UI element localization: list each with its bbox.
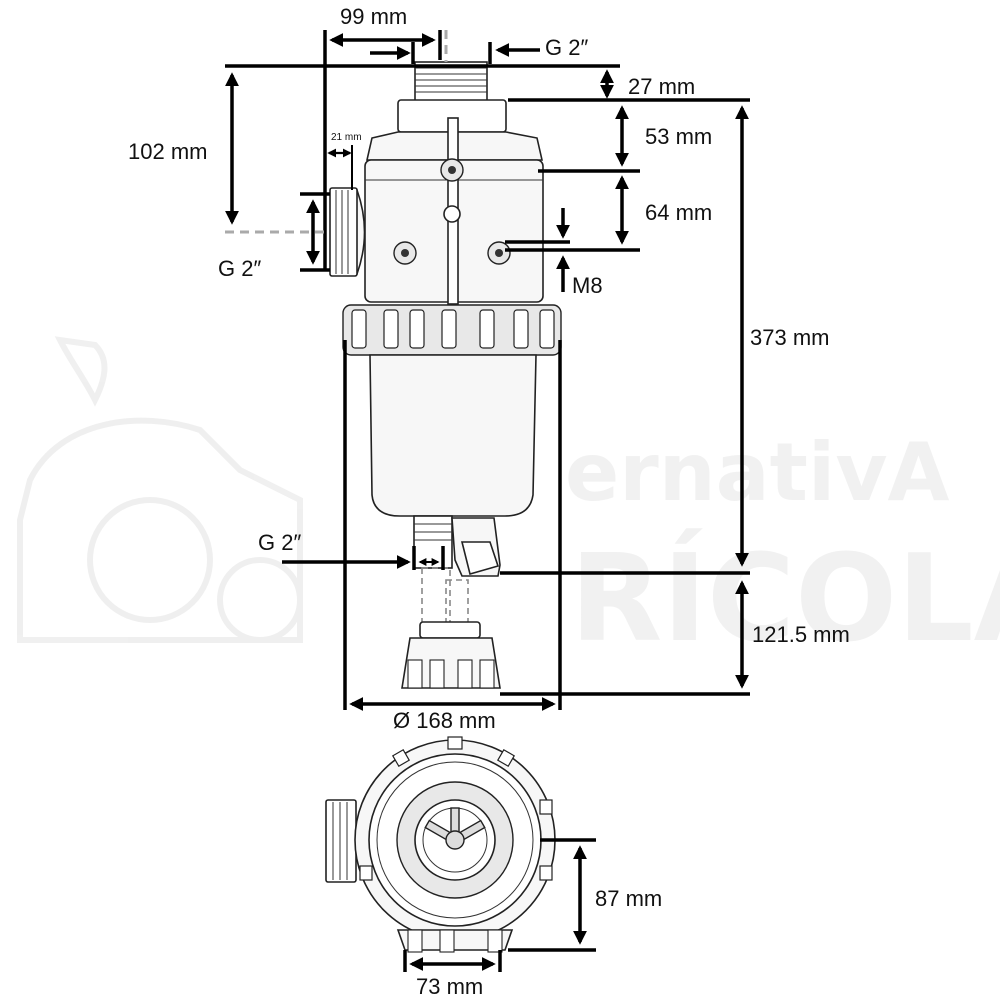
nut-ribs: [351, 309, 555, 349]
dim-drain-thread: G 2″: [258, 530, 301, 555]
top-inlet-thread: [414, 61, 488, 103]
drain-cap: [401, 637, 501, 689]
dimension-labels: 99 mm G 2″ 27 mm 102 mm 21 mm 53 mm 64 m…: [128, 4, 850, 999]
dim-drain-height: 121.5 mm: [752, 622, 850, 647]
side-inlet-thread: [329, 187, 358, 277]
dim-mount-spacing: 64 mm: [645, 200, 712, 225]
center-plug: [443, 205, 461, 223]
dim-cap-height: 27 mm: [628, 74, 695, 99]
mount-boss-right: [487, 241, 511, 265]
bottom-view-inlet: [325, 799, 357, 883]
dim-total-height: 373 mm: [750, 325, 829, 350]
mount-boss-top: [440, 158, 464, 182]
dim-top-width: 99 mm: [340, 4, 407, 29]
dim-side-offset: 102 mm: [128, 139, 207, 164]
filter-bowl: [369, 354, 537, 517]
dim-bolt: M8: [572, 273, 603, 298]
dim-inlet-thread: G 2″: [545, 35, 588, 60]
watermark-line2: RÍCOLA: [570, 529, 1000, 669]
bottom-dimension-lines: [403, 838, 596, 972]
drain-cap-top: [419, 621, 481, 639]
watermark-line1: ernativA: [565, 426, 949, 519]
bottom-view-ribs: [359, 736, 553, 881]
dimension-lines: [225, 30, 750, 711]
dim-side-thread: G 2″: [218, 256, 261, 281]
bottom-view-foot: [396, 929, 514, 951]
tractor-logo-icon: [17, 336, 303, 643]
filter-side-view: [329, 61, 562, 689]
filter-bottom-view: [325, 736, 556, 953]
valve-handle: [460, 541, 500, 575]
drain-extension: [421, 567, 469, 626]
dim-bottom-offset: 87 mm: [595, 886, 662, 911]
dim-head-height: 53 mm: [645, 124, 712, 149]
dim-diameter: Ø 168 mm: [393, 708, 496, 733]
watermark-logo: ernativA RÍCOLA: [17, 336, 1000, 669]
dim-side-thread-offset: 21 mm: [331, 132, 362, 143]
three-spoke-knob-icon: [424, 807, 486, 850]
dim-bottom-width: 73 mm: [416, 974, 483, 999]
mount-boss-left: [393, 241, 417, 265]
